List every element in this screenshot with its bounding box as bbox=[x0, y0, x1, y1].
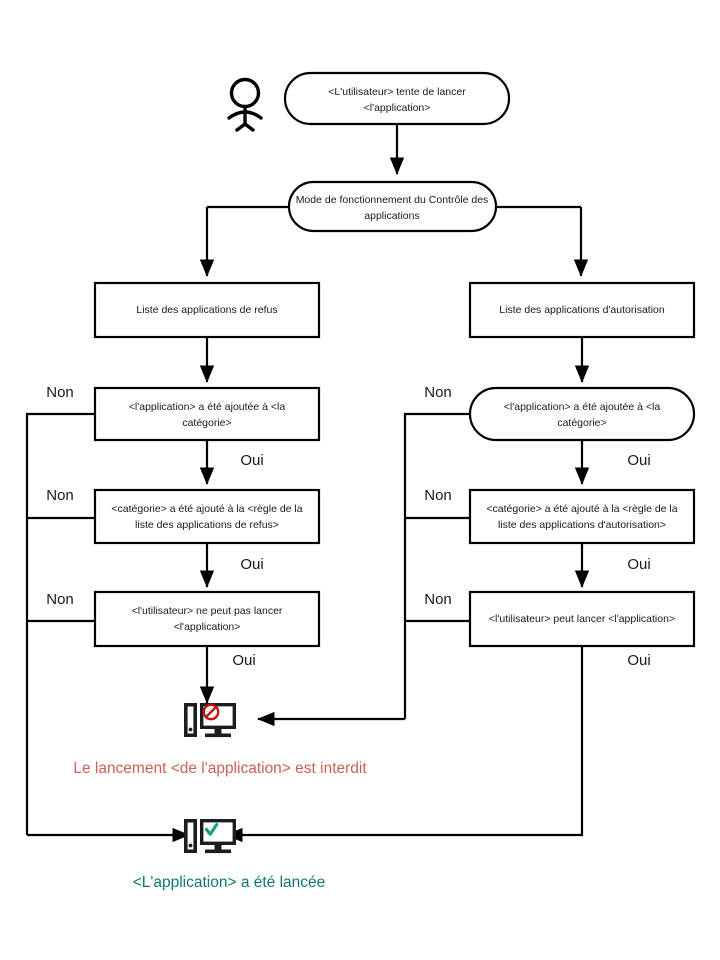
edge-label-non-left-3: Non bbox=[46, 591, 74, 608]
node-deny-app-added: <l'application> a été ajoutée à <la caté… bbox=[93, 386, 321, 442]
edge-label-oui-right-2: Oui bbox=[627, 556, 650, 573]
node-allow-cat-added-line2: liste des applications d'autorisation> bbox=[498, 519, 666, 531]
edge-label-non-right-2: Non bbox=[424, 487, 452, 504]
launched-caption: <L'application> a été lancée bbox=[133, 874, 326, 891]
edge-label-oui-left-3: Oui bbox=[232, 652, 255, 669]
edge-label-non-left-1: Non bbox=[46, 384, 74, 401]
node-allow-app-added-line1: <l'application> a été ajoutée à <la bbox=[504, 401, 661, 413]
node-mode: Mode de fonctionnement du Contrôle des a… bbox=[287, 180, 498, 233]
node-allow-result-label: <l'utilisateur> peut lancer <l'applicati… bbox=[489, 613, 675, 625]
node-deny-cat-added-line1: <catégorie> a été ajouté à la <règle de … bbox=[111, 503, 302, 515]
node-allow-app-added-line2: catégorie> bbox=[557, 417, 606, 429]
node-deny-result: <l'utilisateur> ne peut pas lancer <l'ap… bbox=[93, 590, 321, 648]
edge-allow-result-oui bbox=[225, 646, 584, 843]
computer-blocked-icon bbox=[184, 703, 236, 738]
node-mode-line1: Mode de fonctionnement du Contrôle des bbox=[296, 194, 489, 206]
node-start: <L'utilisateur> tente de lancer <l'appli… bbox=[283, 71, 511, 126]
node-allow-cat-added: <catégorie> a été ajouté à la <règle de … bbox=[468, 488, 696, 545]
node-allow-app-added: <l'application> a été ajoutée à <la caté… bbox=[468, 386, 696, 442]
computer-allowed-icon bbox=[184, 819, 236, 854]
node-deny-list: Liste des applications de refus bbox=[93, 281, 321, 339]
node-deny-result-line2: <l'application> bbox=[174, 621, 241, 633]
blocked-caption: Le lancement <de l'application> est inte… bbox=[73, 760, 367, 777]
node-allow-list: Liste des applications d'autorisation bbox=[468, 281, 696, 339]
edge-label-oui-right-3: Oui bbox=[627, 652, 650, 669]
edge-label-oui-right-1: Oui bbox=[627, 452, 650, 469]
node-start-line2: <l'application> bbox=[364, 102, 431, 114]
edge-label-non-left-2: Non bbox=[46, 487, 74, 504]
node-start-line1: <L'utilisateur> tente de lancer bbox=[328, 86, 466, 98]
edge-label-non-right-3: Non bbox=[424, 591, 452, 608]
user-actor-icon bbox=[227, 77, 263, 132]
node-allow-list-label: Liste des applications d'autorisation bbox=[499, 304, 665, 316]
node-mode-line2: applications bbox=[364, 210, 419, 222]
edge-label-oui-left-2: Oui bbox=[240, 556, 263, 573]
node-deny-app-added-line2: catégorie> bbox=[182, 417, 231, 429]
edge-deny-app-non bbox=[25, 412, 95, 835]
edge-label-oui-left-1: Oui bbox=[240, 452, 263, 469]
node-deny-cat-added-line2: liste des applications de refus> bbox=[135, 519, 279, 531]
node-allow-cat-added-line1: <catégorie> a été ajouté à la <règle de … bbox=[486, 503, 677, 515]
node-deny-list-label: Liste des applications de refus bbox=[136, 304, 277, 316]
edge-label-non-right-1: Non bbox=[424, 384, 452, 401]
node-deny-cat-added: <catégorie> a été ajouté à la <règle de … bbox=[93, 488, 321, 545]
node-allow-result: <l'utilisateur> peut lancer <l'applicati… bbox=[468, 590, 696, 648]
node-deny-app-added-line1: <l'application> a été ajoutée à <la bbox=[129, 401, 286, 413]
node-deny-result-line1: <l'utilisateur> ne peut pas lancer bbox=[132, 605, 283, 617]
edge-allow-app-non bbox=[403, 412, 470, 719]
